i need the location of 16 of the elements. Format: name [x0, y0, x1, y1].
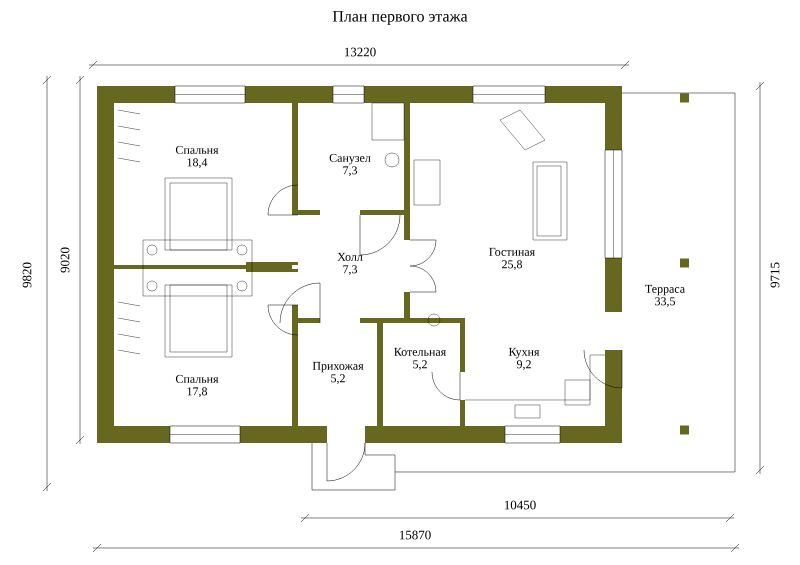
dimension-label: 15870 [400, 530, 431, 540]
room-label: Спальня 17,8 [176, 374, 218, 398]
room-label: Санузел 7,3 [330, 154, 371, 176]
dimension-label: 13220 [344, 48, 376, 56]
room-label: Спальня 18,4 [176, 146, 218, 168]
dimension-label: 9715 [770, 262, 780, 288]
room-label: Прихожая 5,2 [312, 362, 364, 384]
dimension-label: 10450 [504, 500, 536, 510]
title: План первого этажа [332, 11, 468, 25]
dimension-label: 9820 [22, 262, 32, 288]
room-label: Котельная 5,2 [394, 348, 446, 370]
room-label: Гостиная 25,8 [489, 248, 535, 270]
dimension-label: 9020 [60, 248, 70, 273]
room-label: Кухня 9,2 [508, 348, 540, 370]
room-label: Холл 7,3 [337, 252, 363, 276]
room-label: Терраса 33,5 [645, 284, 685, 308]
